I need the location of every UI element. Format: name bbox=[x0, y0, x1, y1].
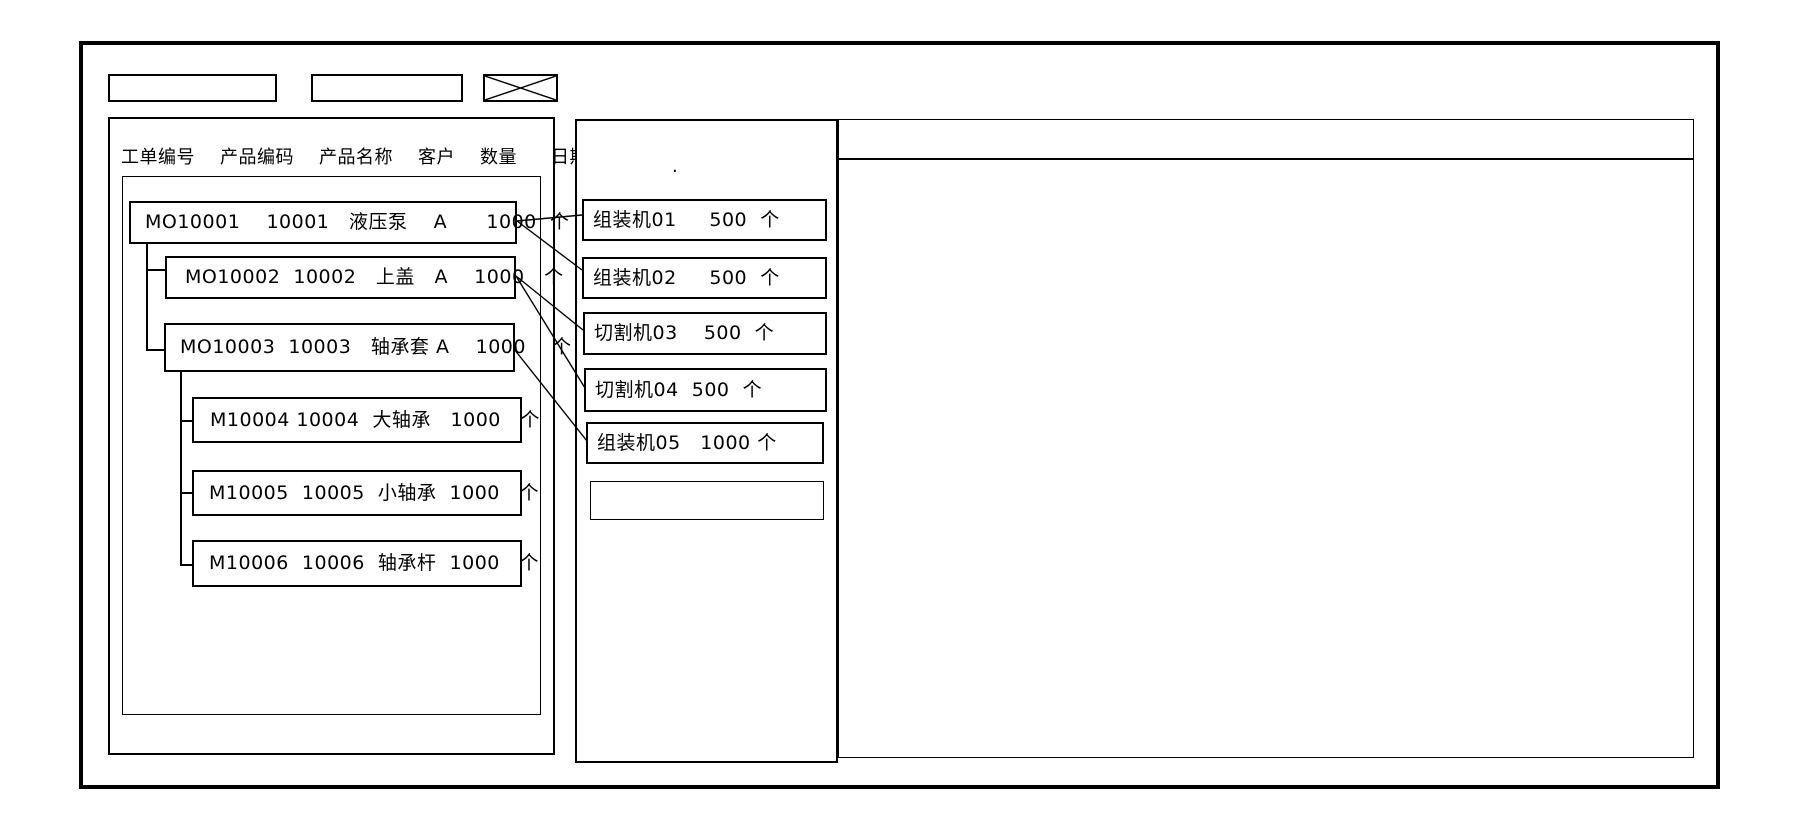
order-table-header: 工单编号 产品编码 产品名称 客户 数量 日期 bbox=[121, 143, 588, 169]
tree-line-vertical-1 bbox=[146, 243, 148, 351]
order-node-m10004[interactable]: M10004 10004 大轴承 1000 个 bbox=[192, 397, 540, 443]
order-node-mo10003[interactable]: MO10003 10003 轴承套 A 1000 个 bbox=[164, 323, 571, 372]
image-placeholder-button[interactable] bbox=[483, 74, 558, 102]
column-header-product-name: 产品名称 bbox=[319, 147, 393, 168]
toolbar-field-1[interactable] bbox=[108, 74, 277, 102]
tree-line-stub-mo10003 bbox=[146, 349, 164, 351]
order-node-m10005[interactable]: M10005 10005 小轴承 1000 个 bbox=[192, 470, 539, 516]
machine-item-03[interactable]: 切割机03 500 个 bbox=[583, 312, 827, 355]
tree-line-vertical-2 bbox=[180, 371, 182, 566]
machine-item-empty[interactable] bbox=[590, 481, 824, 520]
tree-line-stub-mo10002 bbox=[146, 269, 165, 271]
column-header-product-code: 产品编码 bbox=[220, 147, 294, 168]
machine-item-02[interactable]: 组装机02 500 个 bbox=[582, 257, 827, 299]
detail-panel bbox=[838, 119, 1694, 758]
machine-item-05[interactable]: 组装机05 1000 个 bbox=[586, 422, 824, 464]
window-frame bbox=[79, 41, 1720, 789]
toolbar-field-2[interactable] bbox=[311, 74, 463, 102]
order-node-mo10002[interactable]: MO10002 10002 上盖 A 1000 个 bbox=[165, 256, 563, 299]
machine-item-01[interactable]: 组装机01 500 个 bbox=[582, 199, 827, 241]
x-icon bbox=[485, 76, 556, 100]
tree-line-stub-m10006 bbox=[180, 564, 192, 566]
order-node-mo10001[interactable]: MO10001 10001 液压泵 A 1000 个 bbox=[129, 201, 569, 244]
machine-item-04[interactable]: 切割机04 500 个 bbox=[584, 368, 827, 412]
stray-dot: . bbox=[672, 156, 678, 177]
tree-line-stub-m10005 bbox=[180, 492, 192, 494]
column-header-order-no: 工单编号 bbox=[121, 147, 195, 168]
order-node-m10006[interactable]: M10006 10006 轴承杆 1000 个 bbox=[192, 540, 539, 587]
tree-line-stub-m10004 bbox=[180, 420, 192, 422]
column-header-customer: 客户 bbox=[418, 147, 455, 168]
detail-panel-header-divider bbox=[839, 158, 1693, 160]
column-header-qty: 数量 bbox=[480, 147, 517, 168]
